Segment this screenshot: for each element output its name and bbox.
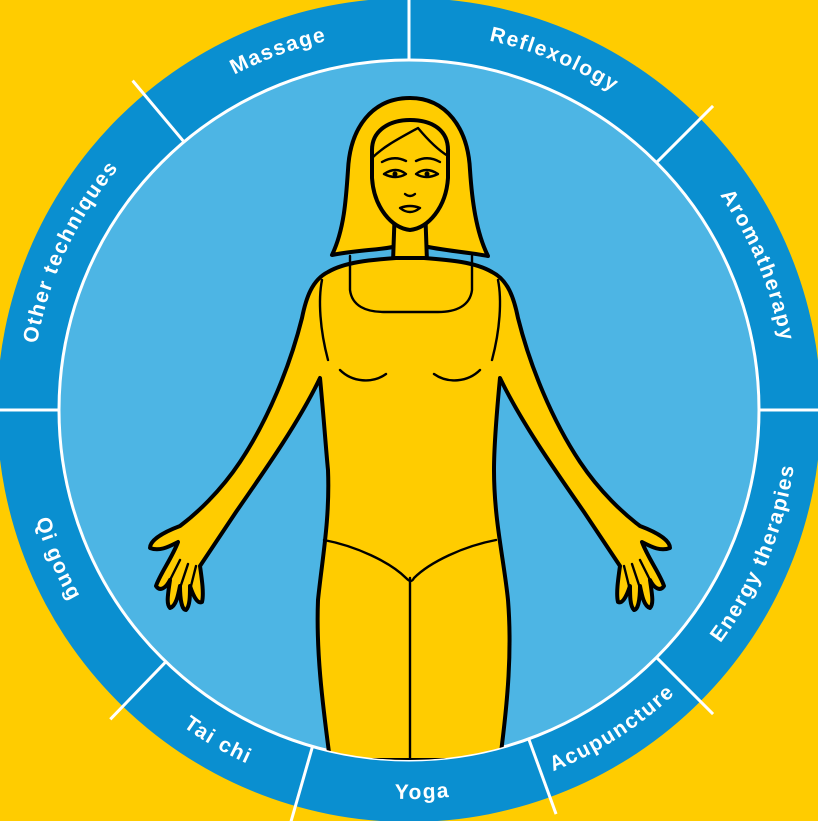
right-pupil-icon bbox=[425, 172, 430, 177]
segment-label-yoga: Yoga bbox=[395, 779, 451, 804]
left-pupil-icon bbox=[393, 172, 398, 177]
